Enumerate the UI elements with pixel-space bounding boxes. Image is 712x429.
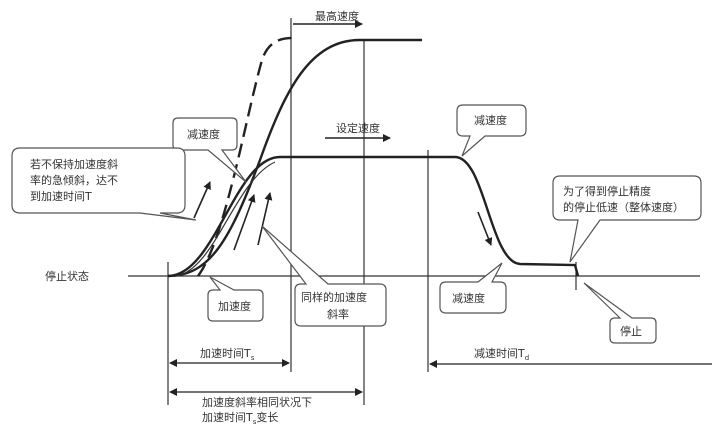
accel-slope-arrow-2 xyxy=(257,192,273,246)
steep-slope-arrow xyxy=(193,181,211,219)
svg-text:同样的加速度: 同样的加速度 xyxy=(301,290,367,304)
svg-text:停止: 停止 xyxy=(620,324,642,338)
svg-text:斜率: 斜率 xyxy=(327,307,349,321)
svg-text:减速度: 减速度 xyxy=(474,113,507,127)
callout-steep-note: 若不保持加速度斜 率的急倾斜，达不 到加速时间T xyxy=(11,147,197,221)
decel-time-label: 减速时间Td xyxy=(474,347,529,362)
stop-state-label: 停止状态 xyxy=(45,269,89,283)
max-speed-label: 最高速度 xyxy=(315,9,359,23)
callout-decel-top: 减速度 xyxy=(172,117,247,183)
svg-text:减速度: 减速度 xyxy=(452,291,485,305)
svg-text:到加速时间T: 到加速时间T xyxy=(30,190,92,203)
decel-slope-arrow xyxy=(477,211,493,246)
svg-text:若不保持加速度斜: 若不保持加速度斜 xyxy=(30,157,118,171)
callout-decel-right: 减速度 xyxy=(456,104,527,157)
callout-same-slope: 同样的加速度 斜率 xyxy=(261,225,387,327)
longer-accel-note-line2: 加速时间Ts变长 xyxy=(202,410,278,426)
callout-accel: 加速度 xyxy=(207,276,264,322)
svg-text:减速度: 减速度 xyxy=(187,127,220,141)
accel-slope-arrow-1 xyxy=(233,194,256,251)
max-speed-curve xyxy=(167,38,422,278)
callout-low-speed: 为了得到停止精度 的停止低速（整体速度） xyxy=(552,175,702,263)
callout-decel-bottom: 减速度 xyxy=(439,262,507,314)
callout-stop: 停止 xyxy=(583,282,657,344)
longer-accel-note-line1: 加速度斜率相同状况下 xyxy=(202,395,312,409)
svg-text:加速度: 加速度 xyxy=(218,299,251,313)
svg-text:为了得到停止精度: 为了得到停止精度 xyxy=(563,184,651,198)
svg-text:的停止低速（整体速度）: 的停止低速（整体速度） xyxy=(563,200,684,214)
set-speed-label: 设定速度 xyxy=(336,121,380,135)
set-speed-curve-secondary xyxy=(175,161,276,277)
svg-text:率的急倾斜，达不: 率的急倾斜，达不 xyxy=(30,173,118,187)
set-speed-curve xyxy=(167,155,580,278)
accel-time-label: 加速时间Ts xyxy=(200,347,255,362)
